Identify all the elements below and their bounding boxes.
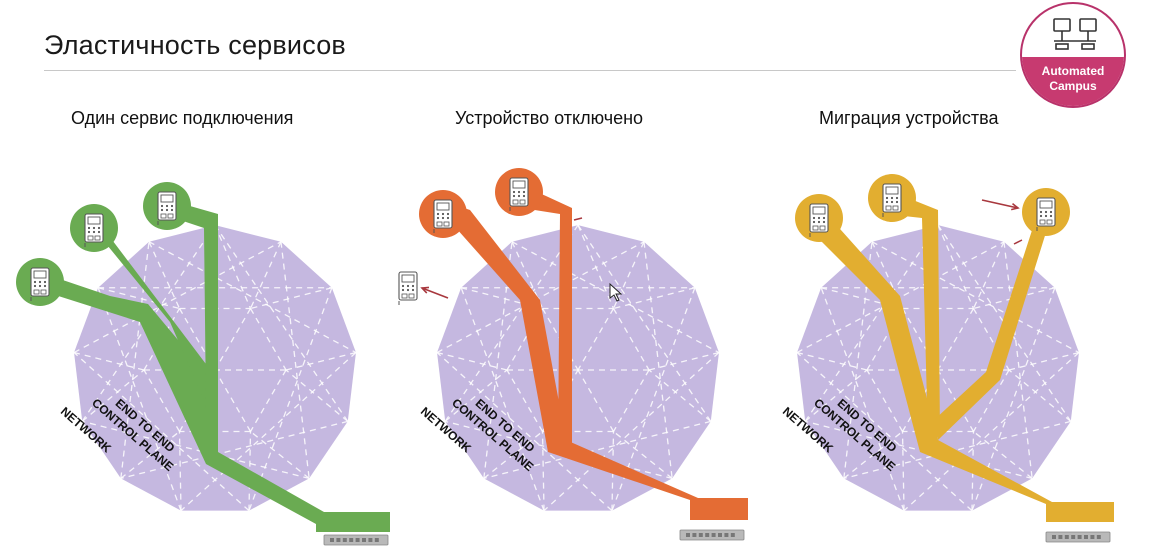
network-switch-2: [679, 529, 745, 541]
device-2a: [419, 190, 467, 238]
badge-label: Automated Campus: [1041, 64, 1105, 93]
network-sphere-2: [436, 224, 720, 512]
device-3a: [795, 194, 843, 242]
device-1c: [143, 182, 191, 230]
title-divider: [44, 70, 1016, 71]
service-path-3-branch-b: [878, 188, 940, 440]
device-1a: [16, 258, 64, 306]
migration-arrow: [981, 199, 1020, 211]
panel-heading-device-disconnected: Устройство отключено: [455, 108, 644, 128]
panel-heading-single-service: Один сервис подключения: [71, 108, 294, 128]
device-3b: [868, 174, 916, 222]
service-path-2-branch-a: [446, 202, 748, 520]
page-title: Эластичность сервисов: [44, 30, 346, 60]
device-2b: [495, 168, 543, 216]
network-switch-1: [323, 534, 389, 546]
disconnected-device: [398, 271, 418, 305]
mouse-cursor-icon: [609, 282, 623, 302]
device-1b: [70, 204, 118, 252]
path-stub: [573, 217, 583, 221]
network-switch-3: [1045, 531, 1111, 543]
path-stub-3: [1013, 239, 1023, 245]
panel-heading-device-migration: Миграция устройства: [819, 108, 999, 128]
service-path-3-branch-a: [806, 210, 1114, 522]
migrated-device: [1022, 188, 1070, 236]
service-path-2-branch-b: [514, 182, 572, 448]
disconnect-arrow: [420, 286, 449, 299]
service-path-3-branch-migrated: [934, 218, 1048, 440]
service-path-1-branch-mid: [94, 216, 218, 400]
automated-campus-badge: Automated Campus: [1020, 2, 1126, 108]
service-path-1-branch-high: [164, 196, 218, 420]
network-computers-icon: [1053, 18, 1097, 50]
